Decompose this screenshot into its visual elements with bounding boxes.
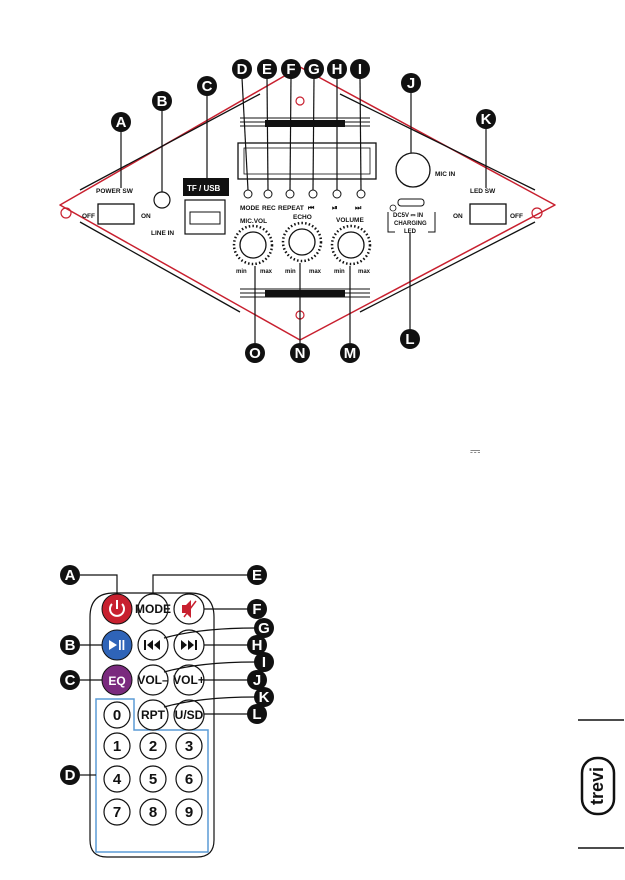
digit-6-label: 6 [185, 771, 193, 788]
remote-callout-k: K [259, 689, 270, 706]
knob-mic-vol [234, 226, 272, 264]
digit-8-label: 8 [149, 804, 157, 821]
label-min: min [236, 269, 247, 275]
trevi-logo: trevi [578, 720, 624, 848]
dc-symbol: ⎓ [470, 444, 480, 459]
digit-9-label: 9 [185, 804, 193, 821]
label-max: max [260, 269, 273, 275]
callout-f: F [286, 61, 295, 78]
label-playpause: ⏯ [332, 205, 338, 212]
label-max: max [358, 269, 371, 275]
remote-callout-l: L [252, 706, 261, 723]
remote-callout-a: A [65, 567, 76, 584]
callout-c: C [202, 78, 213, 95]
label-off-right: OFF [510, 213, 523, 220]
panel-buttons [244, 190, 365, 198]
remote-callout-b: B [65, 637, 76, 654]
label-dc-in: DC5V ⎓ IN [393, 213, 423, 219]
panel-diagram: MODE REC REPEAT ⏮ ⏯ ⏭ POWER SW OFF ON LI… [60, 59, 555, 363]
callout-l: L [405, 331, 414, 348]
label-rec: REC [262, 205, 276, 212]
remote-callout-j: J [253, 672, 261, 689]
vol-minus-label: VOL– [137, 673, 169, 687]
callout-j: J [407, 75, 415, 92]
callout-i: I [358, 61, 362, 78]
knob-volume [332, 226, 370, 264]
brand-logo-text: trevi [587, 767, 607, 805]
label-on-left: ON [141, 213, 151, 220]
callout-o: O [249, 345, 261, 362]
digit-1-label: 1 [113, 738, 121, 755]
digit-4-label: 4 [113, 771, 122, 788]
label-next: ⏭ [355, 205, 362, 212]
digit-5-label: 5 [149, 771, 157, 788]
callout-h: H [332, 61, 343, 78]
callout-k: K [481, 111, 492, 128]
power-switch [98, 204, 134, 224]
remote-callout-c: C [65, 672, 76, 689]
rpt-label: RPT [141, 708, 166, 722]
label-max: max [309, 269, 322, 275]
remote-callout-i: I [262, 654, 266, 671]
callout-m: M [344, 345, 357, 362]
vol-plus-label: VOL+ [173, 673, 205, 687]
label-mode: MODE [240, 205, 260, 212]
digit-0-label: 0 [113, 707, 121, 724]
label-charging: CHARGING [394, 221, 427, 227]
remote-control: MODE EQ VOL– VOL+ [60, 565, 274, 857]
usd-label: U/SD [175, 708, 204, 722]
remote-callout-h: H [252, 637, 263, 654]
label-led-sw: LED SW [470, 188, 496, 195]
callout-d: D [237, 61, 248, 78]
remote-callout-e: E [252, 567, 262, 584]
label-mic-vol: MIC.VOL [240, 218, 267, 225]
callout-a: A [116, 114, 127, 131]
callout-b: B [157, 93, 168, 110]
callout-n: N [295, 345, 306, 362]
led-switch [470, 204, 506, 224]
remote-callout-d: D [65, 767, 76, 784]
label-mic-in: MIC IN [435, 171, 456, 178]
label-prev: ⏮ [308, 205, 315, 212]
label-volume: VOLUME [336, 217, 364, 224]
label-echo: ECHO [293, 214, 312, 221]
callout-g: G [308, 61, 320, 78]
label-min: min [285, 269, 296, 275]
mic-in-jack [396, 153, 430, 187]
mode-label: MODE [135, 602, 171, 616]
remote-callout-g: G [258, 620, 270, 637]
dc-in-port [398, 199, 424, 206]
digit-7-label: 7 [113, 804, 121, 821]
label-min: min [334, 269, 345, 275]
digit-3-label: 3 [185, 738, 193, 755]
label-tf-usb: TF / USB [187, 184, 221, 193]
remote-callout-f: F [252, 601, 261, 618]
label-power-sw: POWER SW [96, 188, 134, 195]
usb-slot [185, 200, 225, 234]
digit-2-label: 2 [149, 738, 157, 755]
label-on-right: ON [453, 213, 463, 220]
callout-e: E [262, 61, 272, 78]
label-off-left: OFF [82, 213, 95, 220]
label-repeat: REPEAT [278, 205, 304, 212]
line-in-jack [154, 192, 170, 208]
top-handle [240, 118, 370, 127]
label-line-in: LINE IN [151, 230, 174, 237]
knob-echo [283, 223, 321, 261]
eq-label: EQ [108, 674, 125, 688]
